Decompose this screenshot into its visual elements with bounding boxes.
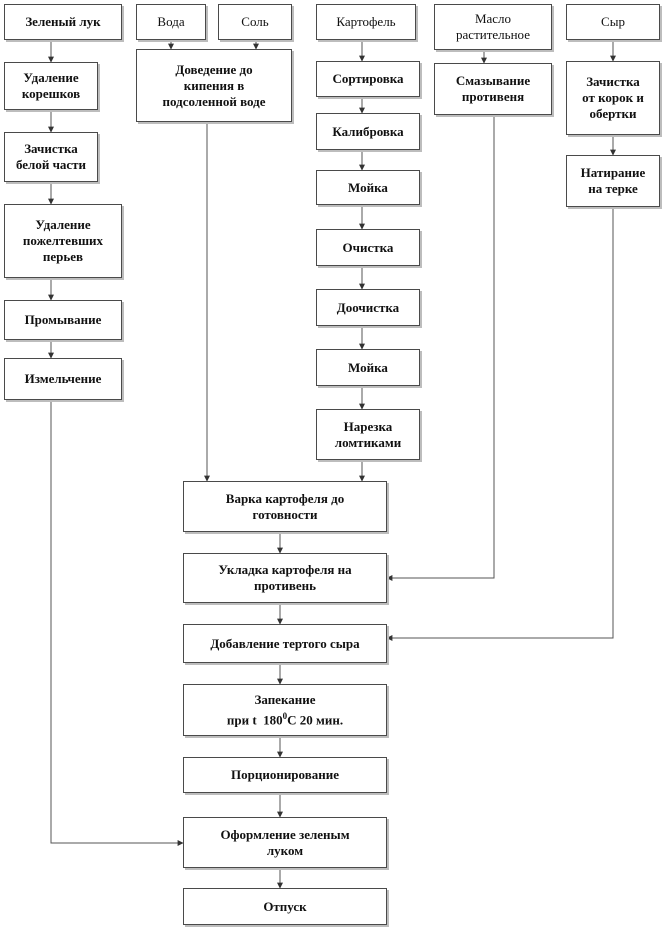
node-lay-potato-label: Укладка картофеля на противень <box>218 562 352 593</box>
node-cheese: Сыр <box>566 4 660 40</box>
node-final-peeling-label: Доочистка <box>336 299 400 315</box>
node-chopping-label: Измельчение <box>24 371 102 386</box>
node-serving-label: Отпуск <box>263 898 307 914</box>
node-cheese-clean-label: Зачистка от корок и обертки <box>582 74 644 121</box>
node-sorting-label: Сортировка <box>332 71 404 86</box>
node-grease-pan: Смазывание противеня <box>434 63 552 115</box>
node-potato-label: Картофель <box>336 14 396 29</box>
node-potato: Картофель <box>316 4 416 40</box>
node-portioning-label: Порционирование <box>231 767 339 782</box>
node-baking-label: Запекание при t 1800C 20 мин. <box>227 692 343 728</box>
node-add-cheese: Добавление тертого сыра <box>183 624 387 663</box>
node-cheese-clean: Зачистка от корок и обертки <box>566 61 660 135</box>
node-slicing-label: Нарезка ломтиками <box>334 418 402 450</box>
baking-line-2-post: C 20 мин. <box>287 712 344 728</box>
node-calibration: Калибровка <box>316 113 420 150</box>
node-lay-potato: Укладка картофеля на противень <box>183 553 387 603</box>
node-water-label: Вода <box>157 14 185 29</box>
node-slicing: Нарезка ломтиками <box>316 409 420 460</box>
node-washing-1-label: Мойка <box>348 179 388 195</box>
baking-degree-sup: 0 <box>282 710 288 721</box>
node-garnish-label: Оформление зеленым луком <box>220 826 350 858</box>
node-garnish: Оформление зеленым луком <box>183 817 387 868</box>
node-grease-pan-label: Смазывание противеня <box>455 73 531 104</box>
arrow-grease-lay <box>386 115 495 581</box>
node-salt-label: Соль <box>241 14 269 29</box>
node-grating-label: Натирание на терке <box>580 165 646 196</box>
node-peeling: Очистка <box>316 229 420 266</box>
node-yellow-removal: Удаление пожелтевших перьев <box>4 204 122 278</box>
node-yellow-removal-label: Удаление пожелтевших перьев <box>22 217 104 264</box>
node-peeling-label: Очистка <box>342 239 394 255</box>
node-washing-1: Мойка <box>316 170 420 205</box>
node-salt: Соль <box>218 4 292 40</box>
node-root-removal: Удаление корешков <box>4 62 98 110</box>
node-grating: Натирание на терке <box>566 155 660 207</box>
node-calibration-label: Калибровка <box>332 123 404 139</box>
node-portioning: Порционирование <box>183 757 387 793</box>
baking-line-1: Запекание <box>254 691 316 707</box>
node-clean-white-label: Зачистка белой части <box>15 141 87 172</box>
node-final-peeling: Доочистка <box>316 289 420 326</box>
node-baking: Запекание при t 1800C 20 мин. <box>183 684 387 736</box>
node-oil: Масло растительное <box>434 4 552 50</box>
node-water: Вода <box>136 4 206 40</box>
node-chopping: Измельчение <box>4 358 122 400</box>
arrow-chop-garnish <box>50 400 184 846</box>
node-boil-potato-label: Варка картофеля до готовности <box>225 490 345 522</box>
node-sorting: Сортировка <box>316 61 420 97</box>
baking-line-2-pre: при t 180 <box>226 712 283 728</box>
node-bring-boil: Доведение до кипения в подсоленной воде <box>136 49 292 122</box>
node-boil-potato: Варка картофеля до готовности <box>183 481 387 532</box>
node-green-onion: Зеленый лук <box>4 4 122 40</box>
node-clean-white: Зачистка белой части <box>4 132 98 182</box>
node-washing-2: Мойка <box>316 349 420 386</box>
node-cheese-label: Сыр <box>601 14 625 29</box>
node-washing-2-label: Мойка <box>348 359 388 375</box>
node-serving: Отпуск <box>183 888 387 925</box>
node-rinsing: Промывание <box>4 300 122 340</box>
node-oil-label: Масло растительное <box>456 11 530 42</box>
node-rinsing-label: Промывание <box>24 312 102 327</box>
node-bring-boil-label: Доведение до кипения в подсоленной воде <box>162 61 266 109</box>
node-green-onion-label: Зеленый лук <box>25 14 101 29</box>
node-add-cheese-label: Добавление тертого сыра <box>210 635 360 651</box>
node-root-removal-label: Удаление корешков <box>21 70 81 101</box>
arrow-grate-add <box>386 207 614 641</box>
